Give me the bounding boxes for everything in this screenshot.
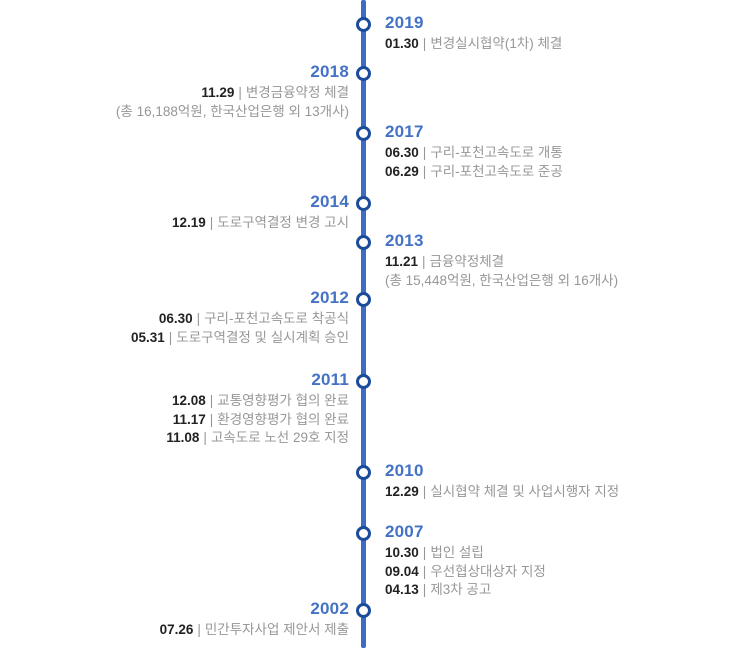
event-row: 12.08|교통영향평가 협의 완료: [166, 392, 349, 411]
event-text: 구리-포천고속도로 개통: [430, 145, 563, 160]
event-date: 11.21: [385, 254, 419, 269]
timeline-node-2013: [355, 234, 371, 250]
event-separator: |: [203, 430, 207, 445]
event-text: 고속도로 노선 29호 지정: [210, 430, 349, 445]
event-text: 환경영향평가 협의 완료: [217, 411, 349, 427]
event-row: 01.30|변경실시협약(1차) 체결: [385, 35, 562, 54]
event-text: 민간투자사업 제안서 제출: [204, 622, 349, 637]
timeline-node-2014: [355, 195, 371, 211]
event-separator: |: [209, 215, 214, 230]
event-text: 도로구역결정 및 실시계획 승인: [176, 329, 349, 345]
event-date: 07.26: [159, 622, 194, 637]
event-separator: |: [422, 563, 427, 579]
event-date: 04.13: [385, 582, 419, 597]
event-date: 05.31: [130, 329, 165, 345]
timeline-node-2011: [355, 373, 371, 389]
event-row: 06.29|구리-포천고속도로 준공: [385, 163, 563, 182]
timeline-node-2010: [355, 464, 371, 480]
event-date: 06.30: [385, 145, 419, 160]
event-separator: |: [197, 622, 201, 637]
event-text: 실시협약 체결 및 사업시행자 지정: [430, 484, 620, 499]
event-date: 11.08: [166, 430, 200, 445]
event-text: 구리-포천고속도로 준공: [430, 163, 563, 179]
event-row: 12.19|도로구역결정 변경 고시: [172, 214, 349, 233]
timeline-entry-2019: 2019 01.30|변경실시협약(1차) 체결: [385, 13, 562, 54]
event-separator: |: [422, 545, 427, 560]
year-label: 2019: [385, 13, 424, 32]
event-date: 12.29: [385, 484, 419, 499]
event-text: 도로구역결정 변경 고시: [217, 215, 349, 230]
event-date: 06.29: [385, 163, 419, 179]
event-separator: |: [196, 311, 201, 326]
timeline-line: [360, 0, 366, 648]
event-separator: |: [422, 582, 427, 597]
event-row: 04.13|제3차 공고: [385, 581, 546, 600]
event-row: 11.08|고속도로 노선 29호 지정: [166, 429, 349, 448]
event-note: (총 15,448억원, 한국산업은행 외 16개사): [385, 272, 619, 288]
year-label: 2012: [310, 288, 349, 307]
event-row: 06.30|구리-포천고속도로 착공식: [131, 310, 349, 329]
timeline-node-2002: [355, 602, 371, 618]
event-separator: |: [422, 163, 427, 179]
event-separator: |: [422, 145, 427, 160]
event-separator: |: [422, 254, 426, 269]
year-label: 2013: [385, 231, 424, 250]
event-row: 07.26|민간투자사업 제안서 제출: [160, 621, 349, 640]
timeline-entry-2002: 2002 07.26|민간투자사업 제안서 제출: [160, 599, 349, 640]
event-text: 우선협상대상자 지정: [430, 563, 546, 579]
event-date: 06.30: [158, 311, 193, 326]
timeline-entry-2010: 2010 12.29|실시협약 체결 및 사업시행자 지정: [385, 461, 619, 502]
event-text: 법인 설립: [430, 545, 484, 560]
event-row: 11.17|환경영향평가 협의 완료: [166, 411, 349, 430]
event-date: 09.04: [385, 563, 419, 579]
event-separator: |: [422, 484, 427, 499]
year-label: 2007: [385, 522, 424, 541]
timeline-node-2019: [355, 16, 371, 32]
event-row: 10.30|법인 설립: [385, 544, 546, 563]
event-text: 제3차 공고: [430, 582, 492, 597]
event-note: (총 16,188억원, 한국산업은행 외 13개사): [115, 103, 349, 119]
event-separator: |: [168, 329, 173, 345]
event-separator: |: [422, 36, 427, 51]
timeline-node-2018: [355, 65, 371, 81]
year-label: 2002: [310, 599, 349, 618]
event-row: 11.21|금융약정체결: [385, 253, 618, 272]
event-date: 12.08: [171, 393, 206, 408]
event-row: 12.29|실시협약 체결 및 사업시행자 지정: [385, 483, 619, 502]
timeline-node-2007: [355, 525, 371, 541]
event-separator: |: [209, 393, 214, 408]
event-date: 11.17: [172, 411, 206, 427]
timeline-node-2017: [355, 125, 371, 141]
event-text: 금융약정체결: [429, 254, 505, 269]
year-label: 2010: [385, 461, 424, 480]
event-row: 11.29|변경금융약정 체결: [116, 84, 349, 103]
event-date: 10.30: [385, 545, 419, 560]
event-text: 변경실시협약(1차) 체결: [430, 36, 563, 51]
year-label: 2018: [310, 62, 349, 81]
event-text: 구리-포천고속도로 착공식: [204, 311, 349, 326]
event-separator: |: [209, 411, 214, 427]
year-label: 2017: [385, 122, 424, 141]
event-date: 12.19: [171, 215, 206, 230]
event-row: 09.04|우선협상대상자 지정: [385, 563, 546, 582]
event-row: 05.31|도로구역결정 및 실시계획 승인: [131, 329, 349, 348]
timeline-node-2012: [355, 291, 371, 307]
event-separator: |: [238, 85, 242, 100]
event-text: 변경금융약정 체결: [245, 85, 349, 100]
event-date: 11.29: [201, 85, 235, 100]
timeline-entry-2014: 2014 12.19|도로구역결정 변경 고시: [172, 192, 349, 233]
event-text: 교통영향평가 협의 완료: [217, 393, 349, 408]
event-date: 01.30: [385, 36, 419, 51]
year-label: 2011: [311, 370, 349, 389]
year-label: 2014: [310, 192, 349, 211]
event-row: 06.30|구리-포천고속도로 개통: [385, 144, 563, 163]
